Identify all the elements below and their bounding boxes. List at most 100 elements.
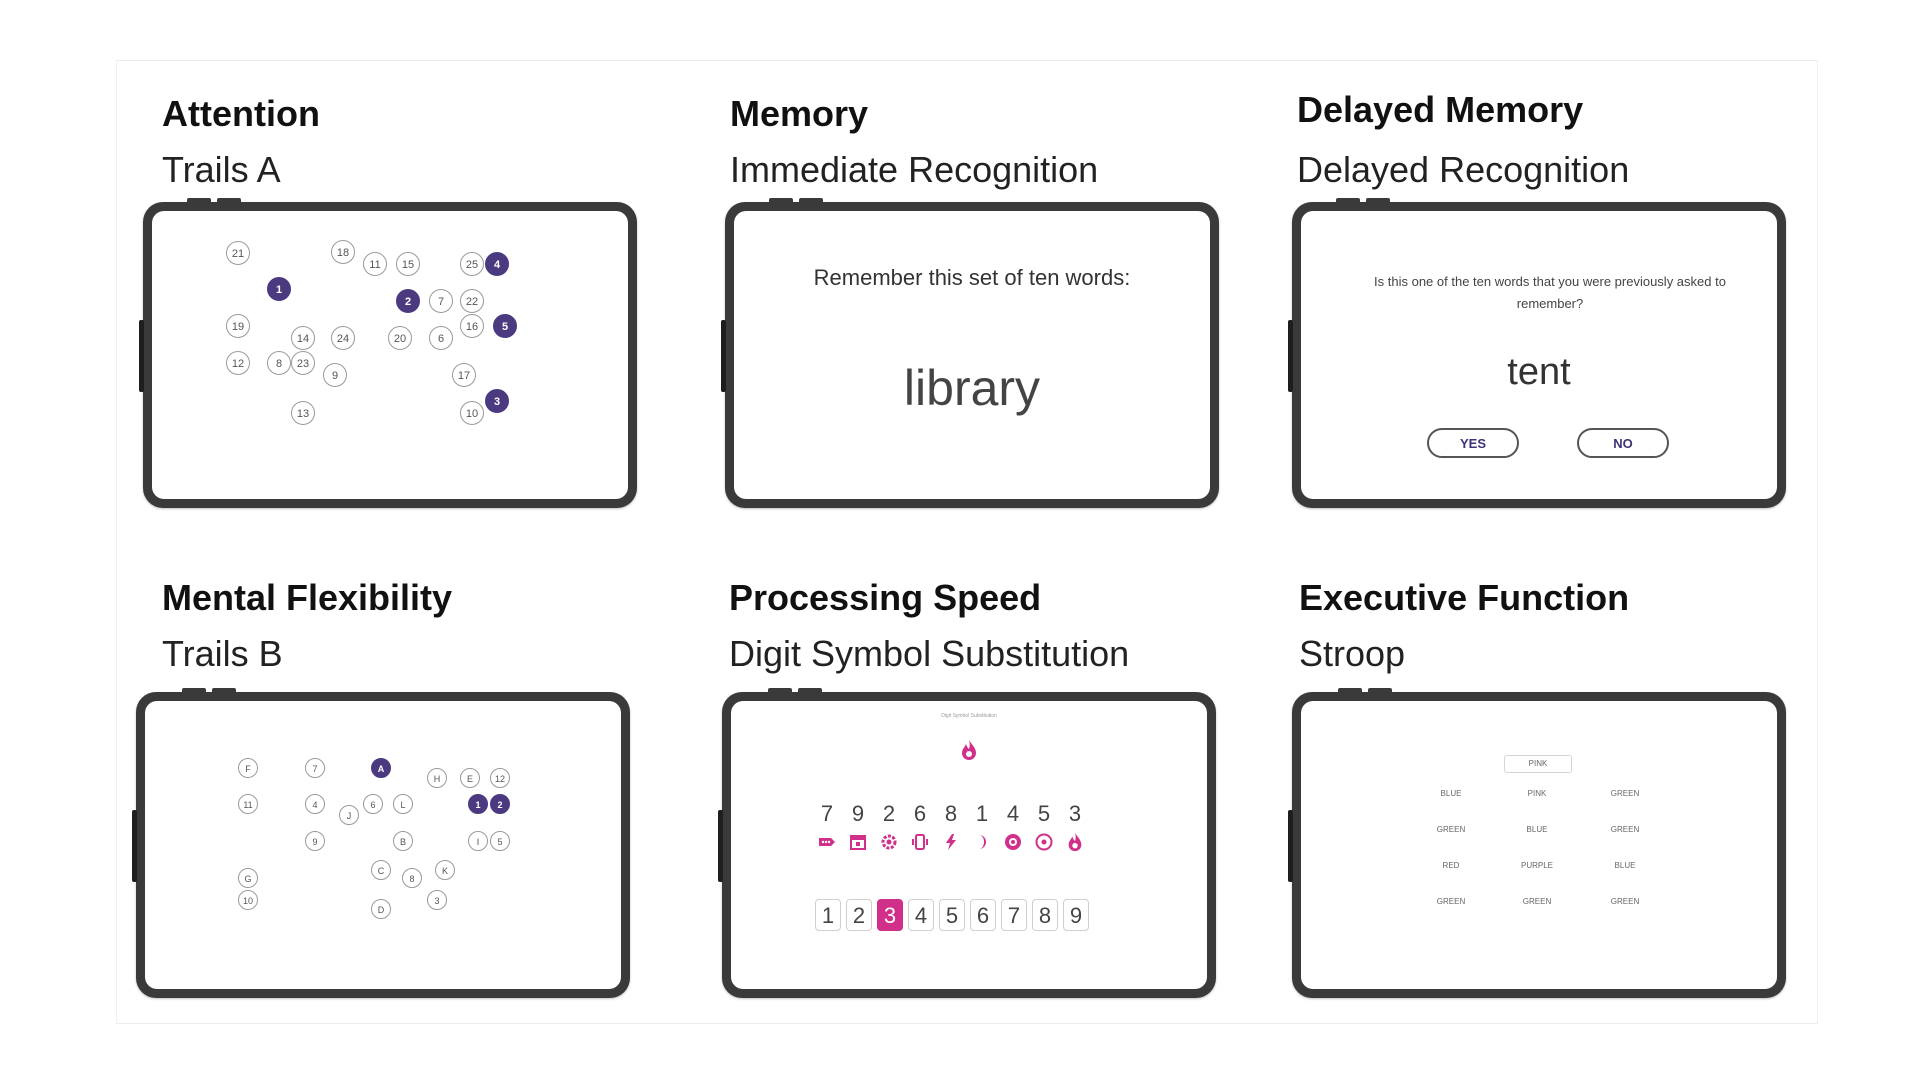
trail-node[interactable]: C — [371, 860, 391, 880]
trail-node[interactable]: 24 — [331, 326, 355, 350]
stroop-option[interactable]: PURPLE — [1520, 861, 1553, 870]
key-9[interactable]: 9 — [1063, 899, 1089, 931]
trail-node[interactable]: 8 — [402, 868, 422, 888]
cell-mental-flexibility: Mental Flexibility Trails B F 7 A H E 12… — [117, 521, 677, 1023]
trail-node[interactable]: L — [393, 794, 413, 814]
trail-node[interactable]: 7 — [429, 289, 453, 313]
tablet-button — [768, 688, 792, 692]
trail-node[interactable]: 6 — [429, 326, 453, 350]
trail-node[interactable]: 8 — [267, 351, 291, 375]
memory-prompt: Remember this set of ten words: — [813, 265, 1131, 290]
stroop-option[interactable]: GREEN — [1610, 825, 1640, 834]
tablet-frame: Remember this set of ten words: library — [721, 198, 1219, 508]
stroop-option[interactable]: PINK — [1527, 789, 1547, 798]
test-name: Digit Symbol Substitution — [729, 633, 1130, 674]
key-5[interactable]: 5 — [939, 899, 965, 931]
trail-node[interactable]: 4 — [485, 252, 509, 276]
stroop-option[interactable]: GREEN — [1436, 825, 1466, 834]
trail-node[interactable]: E — [460, 768, 480, 788]
stroop-option[interactable]: BLUE — [1614, 861, 1636, 870]
dss-digit: 2 — [882, 801, 896, 826]
key-2[interactable]: 2 — [846, 899, 872, 931]
tablet-button — [182, 688, 206, 692]
stroop-option[interactable]: RED — [1442, 861, 1460, 870]
trail-node[interactable]: B — [393, 831, 413, 851]
trail-node[interactable]: 4 — [305, 794, 325, 814]
key-8[interactable]: 8 — [1032, 899, 1058, 931]
cell-delayed-memory: Delayed Memory Delayed Recognition Is th… — [1247, 61, 1817, 521]
stroop-option[interactable]: GREEN — [1610, 897, 1640, 906]
dss-digit: 4 — [1006, 801, 1020, 826]
trail-node[interactable]: 3 — [485, 389, 509, 413]
trail-node[interactable]: F — [238, 758, 258, 778]
trail-node[interactable]: 22 — [460, 289, 484, 313]
trail-node[interactable]: I — [468, 831, 488, 851]
stroop-option[interactable]: BLUE — [1440, 789, 1462, 798]
no-button[interactable]: NO — [1577, 428, 1669, 458]
flame-icon — [962, 740, 976, 760]
trail-node[interactable]: 11 — [363, 252, 387, 276]
tablet-button — [1368, 688, 1392, 692]
moon-icon — [979, 835, 986, 849]
flame-icon — [1068, 832, 1082, 852]
tablet-button — [1366, 198, 1390, 202]
trail-node[interactable]: H — [427, 768, 447, 788]
category-title: Executive Function — [1299, 577, 1630, 618]
stroop-option[interactable]: GREEN — [1610, 789, 1640, 798]
trail-node[interactable]: 7 — [305, 758, 325, 778]
dss-digit: 8 — [944, 801, 958, 826]
trail-node[interactable]: 20 — [388, 326, 412, 350]
stroop-option[interactable]: GREEN — [1522, 897, 1552, 906]
trail-node[interactable]: D — [371, 899, 391, 919]
trail-node[interactable]: 10 — [238, 890, 258, 910]
key-4[interactable]: 4 — [908, 899, 934, 931]
trail-node[interactable]: K — [435, 860, 455, 880]
test-name: Trails A — [162, 149, 281, 190]
key-6[interactable]: 6 — [970, 899, 996, 931]
trail-node[interactable]: 1 — [468, 794, 488, 814]
trail-node[interactable]: 6 — [363, 794, 383, 814]
trail-node[interactable]: 16 — [460, 314, 484, 338]
stroop-target-word: PINK — [1504, 755, 1572, 773]
key-7[interactable]: 7 — [1001, 899, 1027, 931]
dss-digit: 6 — [913, 801, 927, 826]
trail-node[interactable]: 18 — [331, 240, 355, 264]
trail-node[interactable]: 5 — [490, 831, 510, 851]
gear-icon — [881, 834, 897, 850]
category-title: Delayed Memory — [1297, 89, 1584, 130]
trail-node[interactable]: J — [339, 805, 359, 825]
trail-node[interactable]: 25 — [460, 252, 484, 276]
trail-node[interactable]: 1 — [267, 277, 291, 301]
test-name: Trails B — [162, 633, 283, 674]
trail-node[interactable]: 9 — [323, 363, 347, 387]
tablet-side-button — [139, 320, 144, 392]
key-1[interactable]: 1 — [815, 899, 841, 931]
trail-node[interactable]: 11 — [238, 794, 258, 814]
trail-node[interactable]: 3 — [427, 890, 447, 910]
trail-node[interactable]: 14 — [291, 326, 315, 350]
trail-node[interactable]: 19 — [226, 314, 250, 338]
trail-node[interactable]: 2 — [490, 794, 510, 814]
key-3[interactable]: 3 — [877, 899, 903, 931]
stroop-option[interactable]: GREEN — [1436, 897, 1466, 906]
trail-node[interactable]: 12 — [490, 768, 510, 788]
tag-icon — [819, 838, 835, 846]
yes-button[interactable]: YES — [1427, 428, 1519, 458]
trail-node[interactable]: 23 — [291, 351, 315, 375]
trail-node[interactable]: 21 — [226, 241, 250, 265]
trail-node[interactable]: 13 — [291, 401, 315, 425]
trail-node[interactable]: 2 — [396, 289, 420, 313]
trail-node[interactable]: G — [238, 868, 258, 888]
trail-node[interactable]: 5 — [493, 314, 517, 338]
dss-screen: Digit Symbol Substitution 7 9 2 6 8 1 4 … — [731, 701, 1207, 989]
trail-node[interactable]: 15 — [396, 252, 420, 276]
trail-node[interactable]: 17 — [452, 363, 476, 387]
trail-node[interactable]: 12 — [226, 351, 250, 375]
category-title: Attention — [162, 93, 320, 134]
category-title: Mental Flexibility — [162, 577, 453, 618]
trail-node[interactable]: A — [371, 758, 391, 778]
stroop-option[interactable]: BLUE — [1526, 825, 1548, 834]
trail-node[interactable]: 10 — [460, 401, 484, 425]
delayed-recognition-screen: Is this one of the ten words that you we… — [1301, 211, 1777, 499]
trail-node[interactable]: 9 — [305, 831, 325, 851]
